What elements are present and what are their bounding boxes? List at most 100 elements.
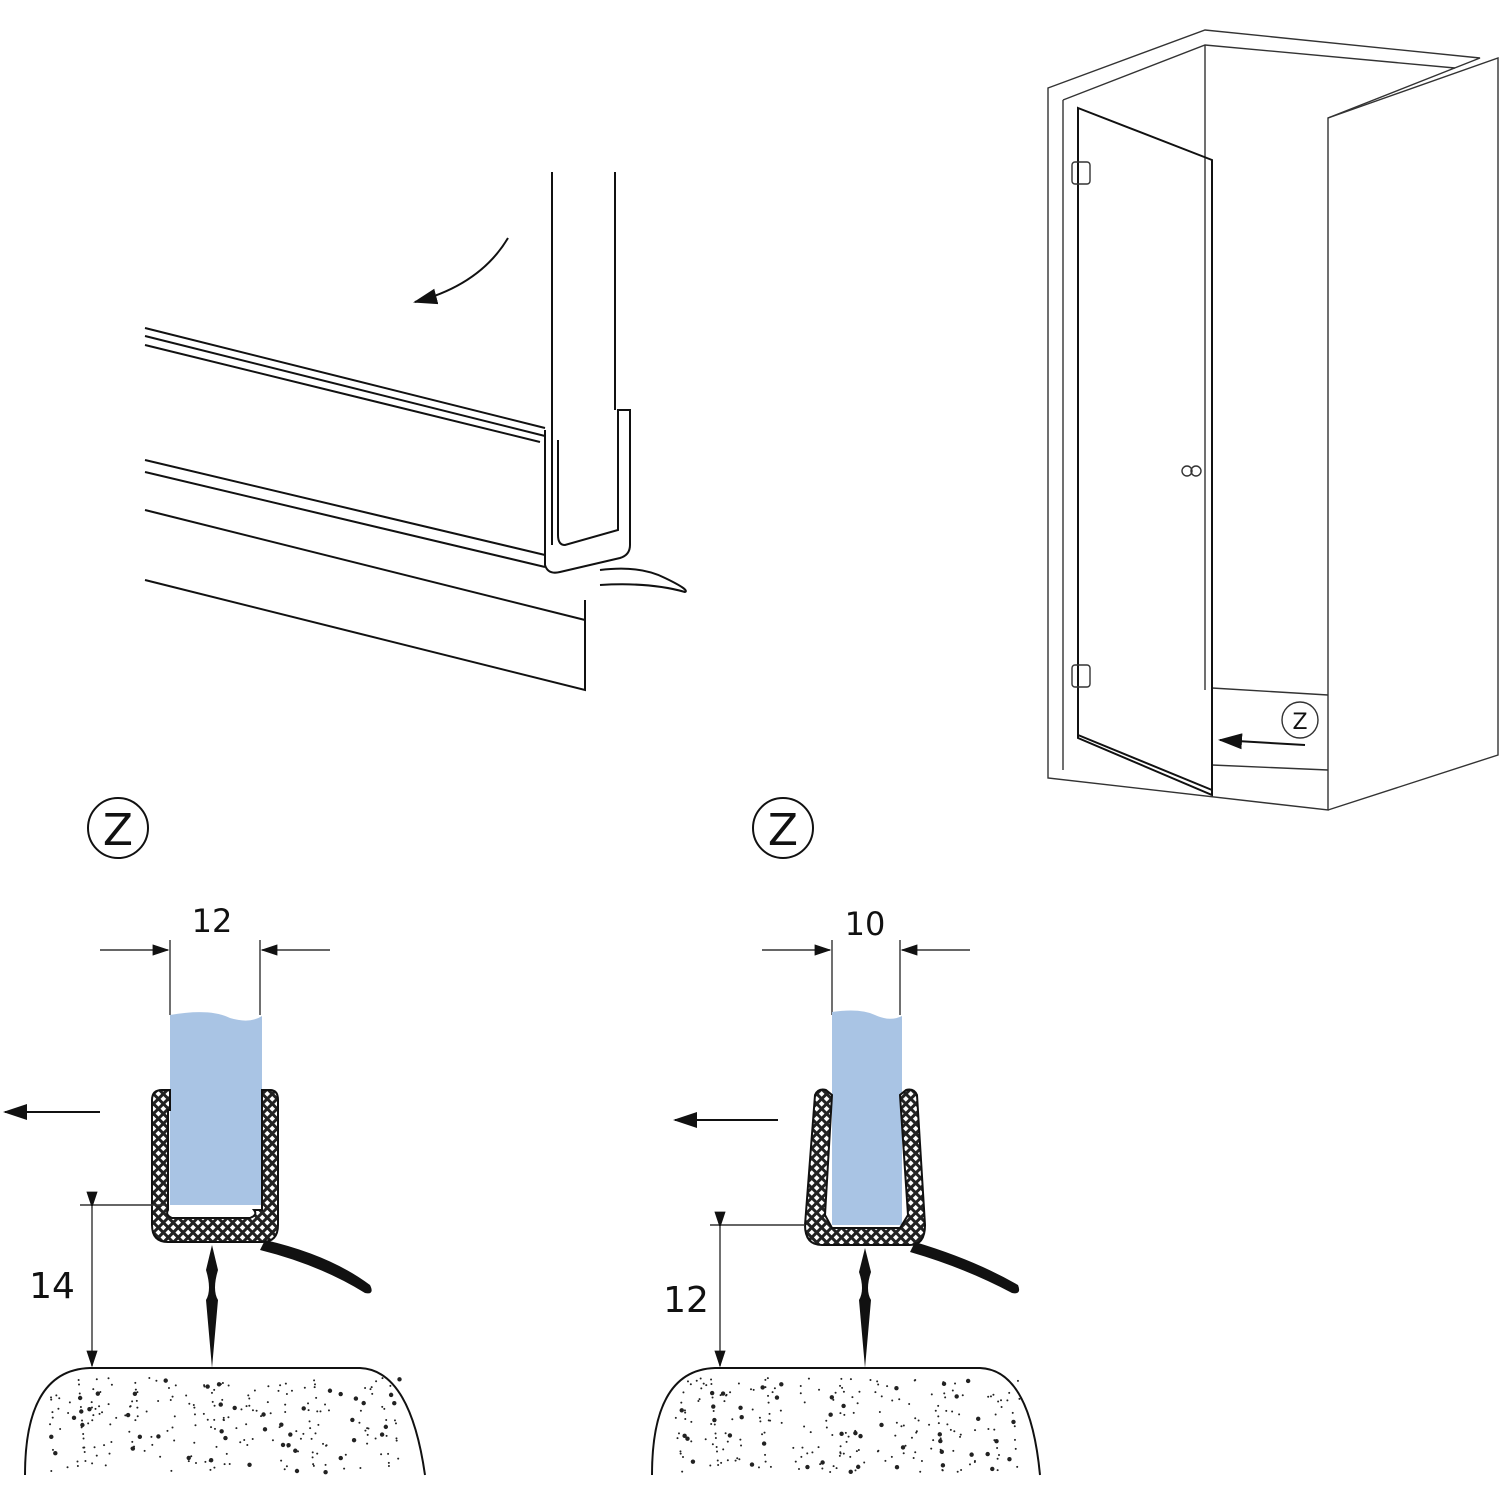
glass-pane <box>832 1010 902 1225</box>
speckle <box>339 1393 342 1396</box>
speckle <box>169 1399 172 1402</box>
speckle <box>170 1469 173 1472</box>
speckle <box>266 1401 269 1404</box>
speckle <box>193 1413 196 1416</box>
speckle <box>98 1405 101 1408</box>
speckle <box>59 1427 62 1430</box>
speckle <box>710 1423 713 1426</box>
speckle <box>825 1426 828 1429</box>
speckle <box>682 1391 685 1394</box>
speckle <box>323 1469 328 1475</box>
section-marker-circle <box>87 797 149 859</box>
speckle <box>1000 1405 1003 1408</box>
speckle <box>1011 1419 1016 1425</box>
speckle <box>690 1420 693 1423</box>
section-left: Z 12 14 <box>3 797 426 1476</box>
speckle <box>684 1411 687 1414</box>
speckle <box>353 1396 359 1401</box>
speckle <box>222 1416 225 1419</box>
speckle <box>294 1468 300 1474</box>
speckle <box>235 1427 238 1430</box>
speckle <box>759 1420 762 1423</box>
speckle <box>107 1377 110 1380</box>
speckle <box>761 1433 764 1436</box>
speckle <box>350 1417 355 1423</box>
speckle <box>50 1469 53 1472</box>
speckle <box>854 1469 857 1472</box>
speckle <box>359 1409 362 1412</box>
speckle <box>1011 1411 1014 1414</box>
speckle <box>211 1400 214 1403</box>
speckle <box>835 1467 838 1470</box>
speckle <box>82 1437 85 1440</box>
speckle <box>894 1465 900 1470</box>
speckle <box>842 1452 845 1455</box>
speckle <box>780 1421 783 1424</box>
speckle <box>774 1395 780 1400</box>
speckle <box>312 1463 315 1466</box>
speckle <box>1016 1465 1019 1468</box>
speckle <box>679 1452 682 1455</box>
speckle <box>284 1403 287 1406</box>
speckle <box>993 1428 996 1431</box>
speckle <box>797 1467 800 1470</box>
speckle <box>1000 1399 1003 1402</box>
speckle <box>221 1381 224 1384</box>
rotation-arrow <box>413 237 509 305</box>
speckle <box>949 1428 952 1431</box>
speckle <box>193 1406 196 1409</box>
speckle <box>303 1386 306 1389</box>
speckle <box>240 1408 243 1411</box>
speckle <box>148 1377 151 1380</box>
speckle <box>307 1409 310 1412</box>
speckle <box>809 1431 812 1434</box>
speckle <box>397 1377 402 1382</box>
speckle <box>90 1401 93 1404</box>
speckle <box>915 1431 918 1434</box>
speckle <box>689 1383 692 1386</box>
speckle <box>987 1395 990 1398</box>
speckle <box>819 1463 822 1466</box>
speckle <box>251 1409 254 1412</box>
speckle <box>937 1422 940 1425</box>
speckle <box>316 1410 319 1413</box>
speckle <box>884 1459 887 1462</box>
speckle <box>803 1425 806 1428</box>
speckle <box>794 1460 797 1463</box>
speckle <box>959 1435 962 1438</box>
speckle <box>839 1412 842 1415</box>
speckle <box>203 1384 206 1387</box>
speckle <box>135 1399 138 1402</box>
speckle <box>218 1402 223 1407</box>
glass-panel-edges <box>551 172 616 545</box>
speckle <box>379 1432 385 1437</box>
speckle <box>247 1394 250 1397</box>
speckle <box>397 1457 400 1460</box>
speckle <box>213 1388 216 1391</box>
speckle <box>359 1467 362 1470</box>
speckle <box>387 1461 390 1464</box>
floor-stone <box>24 1367 426 1476</box>
speckle <box>387 1452 390 1455</box>
speckle <box>245 1405 248 1408</box>
speckle <box>710 1378 713 1381</box>
speckle <box>856 1402 859 1405</box>
speckle <box>820 1460 825 1465</box>
speckle <box>749 1462 755 1467</box>
speckle <box>806 1452 809 1455</box>
speckle <box>771 1391 774 1394</box>
speckle <box>740 1444 743 1447</box>
speckle <box>77 1378 80 1381</box>
speckle <box>720 1461 723 1464</box>
speckle <box>209 1468 212 1471</box>
speckle <box>325 1444 328 1447</box>
drip-fin <box>859 1248 871 1368</box>
speckle <box>174 1384 177 1387</box>
speckle <box>134 1381 137 1384</box>
speckle <box>716 1450 719 1453</box>
speckle <box>261 1412 266 1417</box>
detail-arrow <box>1218 733 1306 750</box>
speckle <box>248 1404 251 1407</box>
speckle <box>83 1446 86 1449</box>
